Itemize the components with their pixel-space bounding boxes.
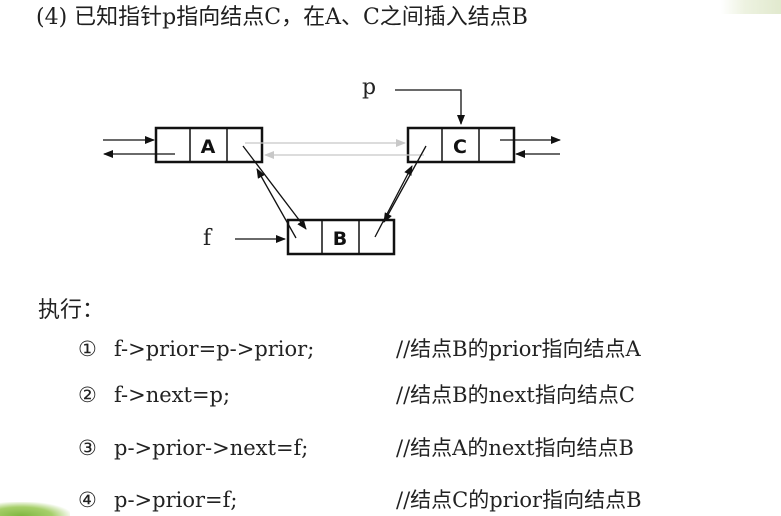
page-title: (4) 已知指针p指向结点C，在A、C之间插入结点B	[36, 5, 528, 30]
step-number: ②	[78, 383, 97, 407]
step-code: f->prior=p->prior;	[114, 337, 315, 361]
pointer-f-label: f	[203, 226, 213, 251]
step-comment: //结点C的prior指向结点B	[396, 488, 642, 512]
link-b-prior-to-a	[256, 168, 297, 239]
step-comment: //结点A的next指向结点B	[396, 436, 634, 460]
node-b-label: B	[333, 228, 347, 250]
link-c-prior-to-b	[383, 145, 427, 223]
execute-label: 执行：	[38, 298, 105, 323]
step-number: ①	[78, 337, 97, 361]
node-c: C	[406, 126, 516, 164]
link-b-next-to-c	[374, 165, 413, 238]
step-code: p->prior=f;	[114, 488, 238, 512]
step-3: ③ p->prior->next=f; //结点A的next指向结点B	[78, 432, 634, 464]
step-code: f->next=p;	[114, 383, 231, 407]
linked-list-diagram: A C B p f	[103, 75, 561, 256]
decorative-corner-top	[721, 0, 781, 14]
step-number: ③	[78, 436, 97, 460]
step-comment: //结点B的next指向结点C	[396, 383, 635, 407]
step-4: ④ p->prior=f; //结点C的prior指向结点B	[78, 484, 642, 516]
node-a-label: A	[201, 136, 216, 158]
node-b: B	[286, 218, 396, 256]
link-a-next-to-b	[242, 145, 307, 230]
step-comment: //结点B的prior指向结点A	[396, 337, 641, 361]
step-code: p->prior->next=f;	[114, 436, 309, 460]
decorative-leaf-bottom	[0, 502, 70, 516]
step-number: ④	[78, 488, 97, 512]
pointer-p-arrow	[395, 89, 465, 125]
step-2: ② f->next=p; //结点B的next指向结点C	[78, 379, 635, 411]
node-a: A	[154, 126, 264, 164]
pointer-p-label: p	[362, 75, 376, 100]
node-c-label: C	[453, 136, 467, 158]
step-1: ① f->prior=p->prior; //结点B的prior指向结点A	[78, 333, 641, 365]
